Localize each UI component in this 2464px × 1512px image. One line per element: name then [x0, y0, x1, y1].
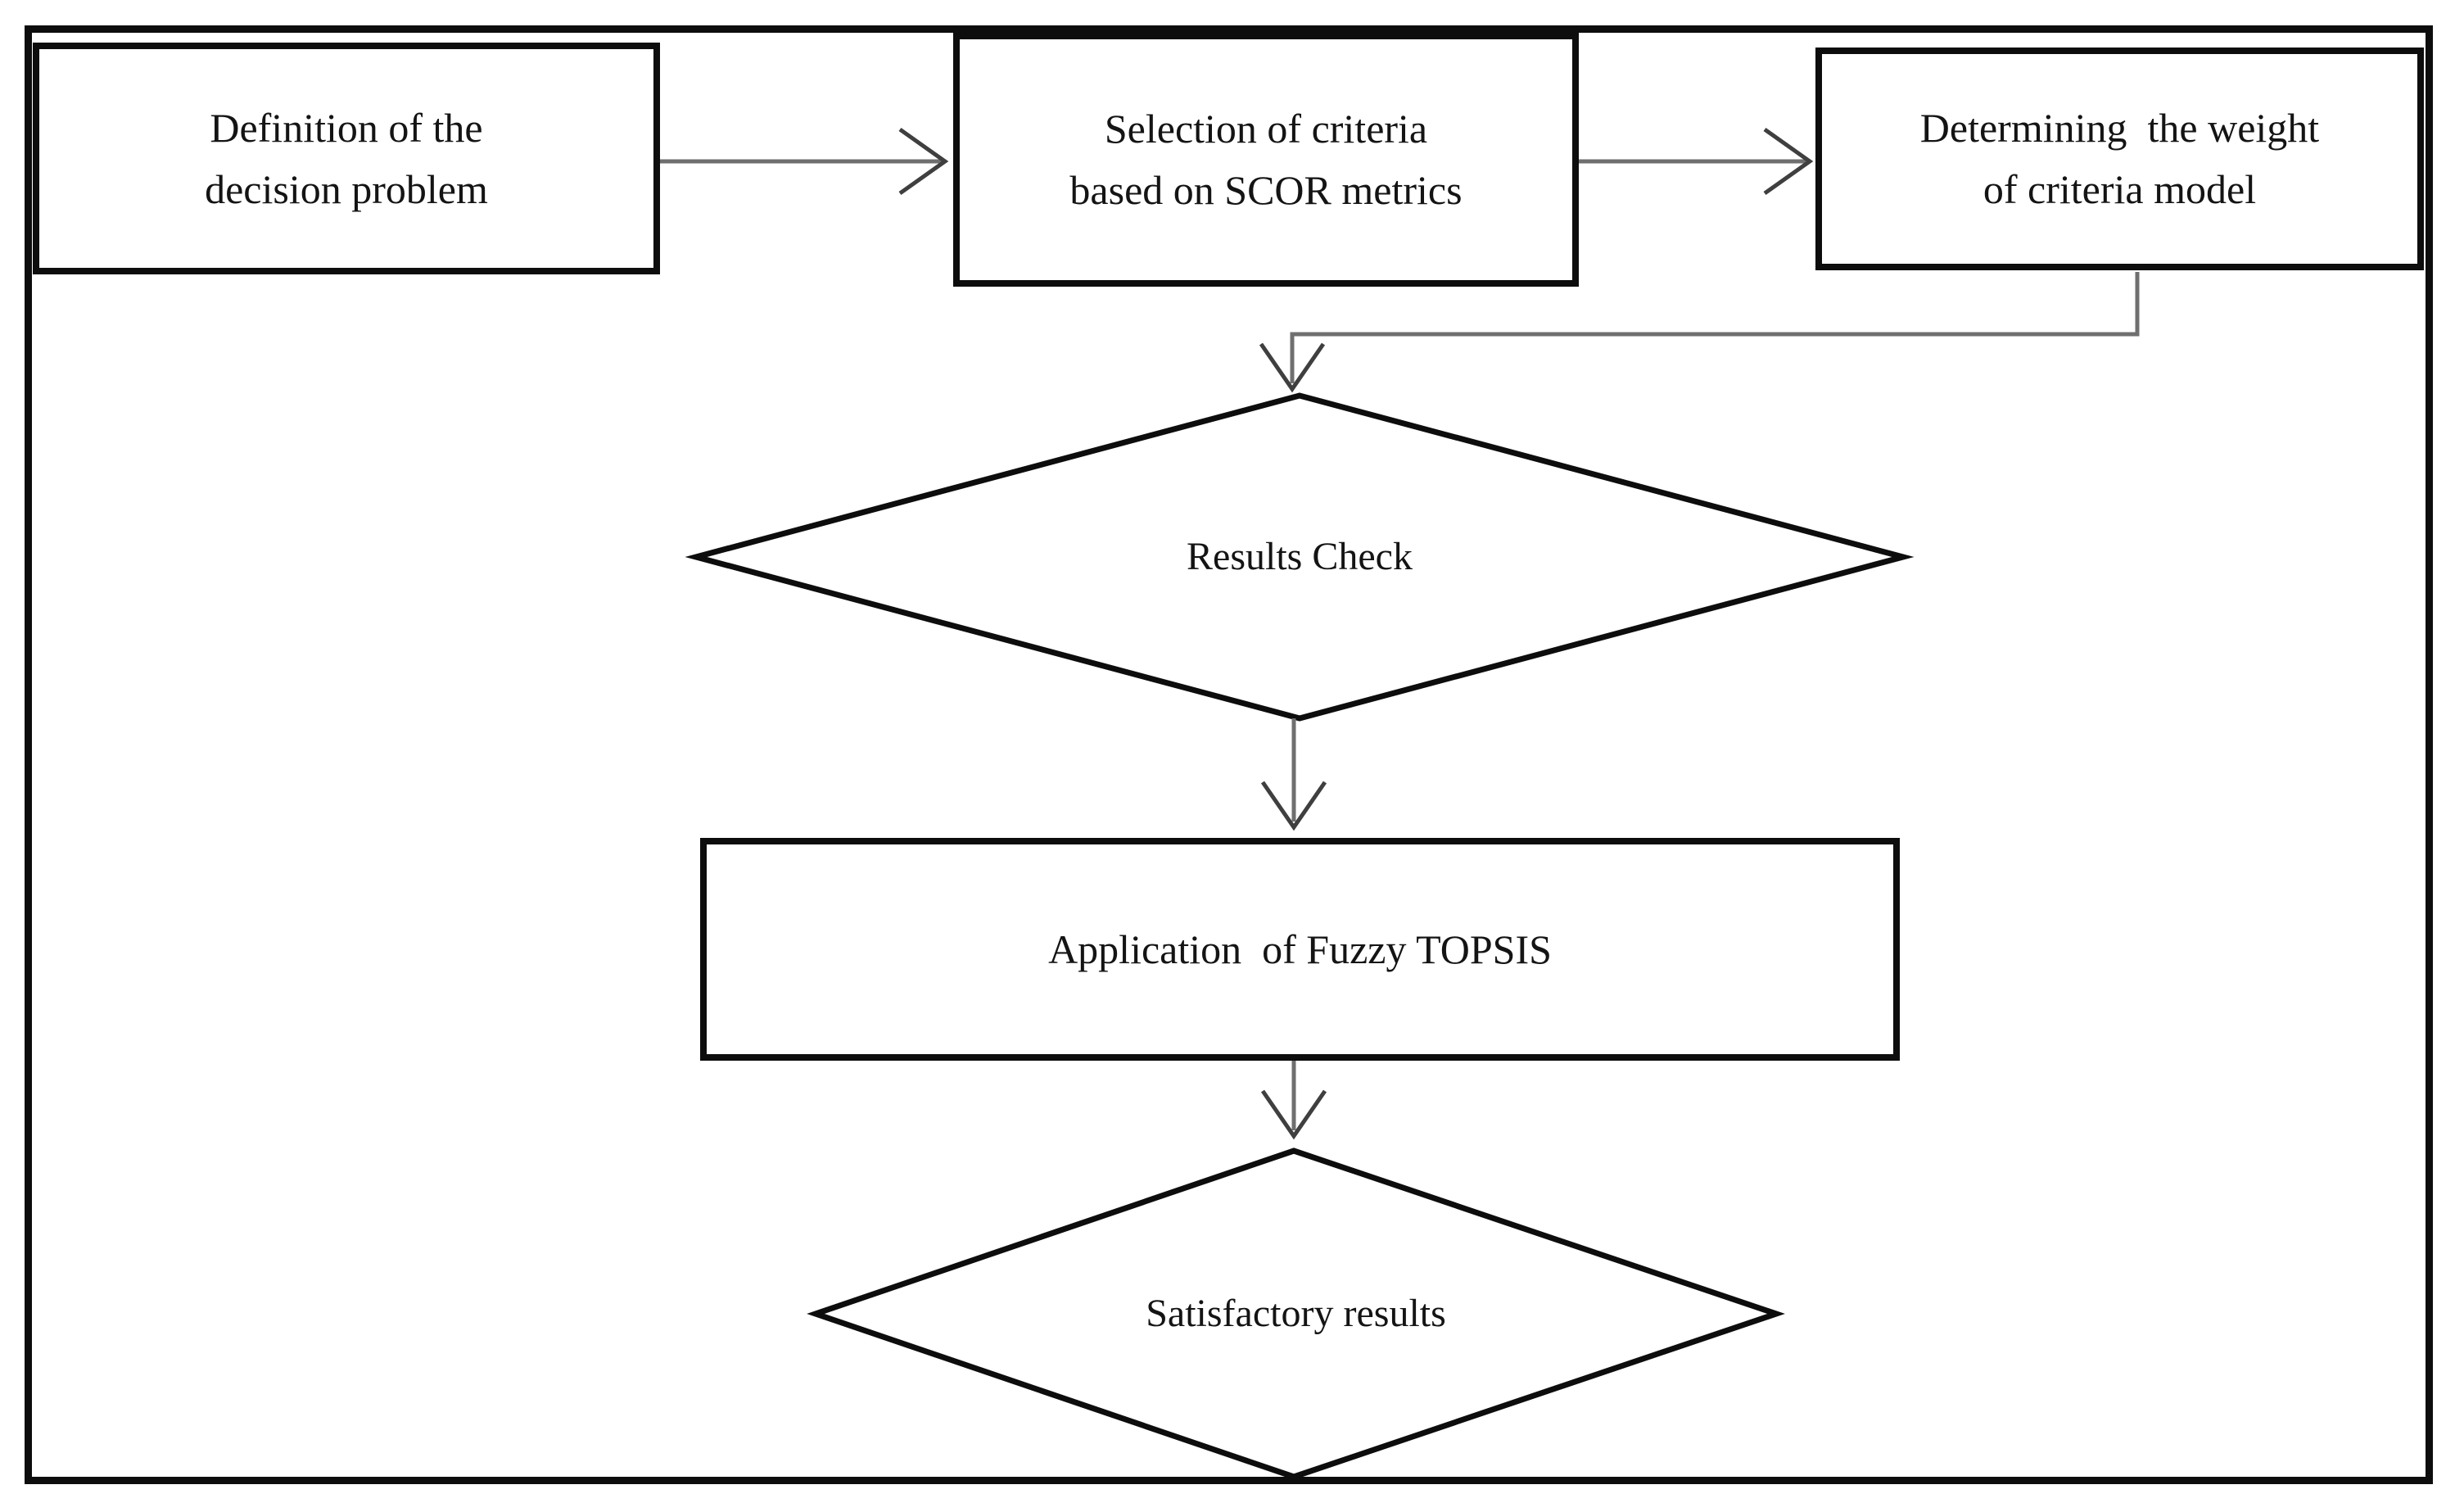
process-box-selection: [953, 33, 1579, 287]
arrowhead-right-icon: [1763, 127, 1814, 196]
arrowhead-right-icon: [898, 127, 949, 196]
process-box-fuzzy-topsis: [700, 838, 1900, 1061]
arrowhead-down-icon: [1259, 342, 1326, 393]
diagram-outer-border: [25, 25, 2433, 1484]
decision-diamond-results-check: [685, 392, 1915, 722]
decision-diamond-satisfactory-results: [807, 1148, 1785, 1480]
arrowhead-down-icon: [1260, 1089, 1327, 1140]
connector-weight-to-results-check: [1290, 272, 2140, 383]
process-box-definition: [33, 43, 660, 274]
arrowhead-down-icon: [1260, 781, 1327, 831]
process-box-weight: [1815, 48, 2424, 270]
